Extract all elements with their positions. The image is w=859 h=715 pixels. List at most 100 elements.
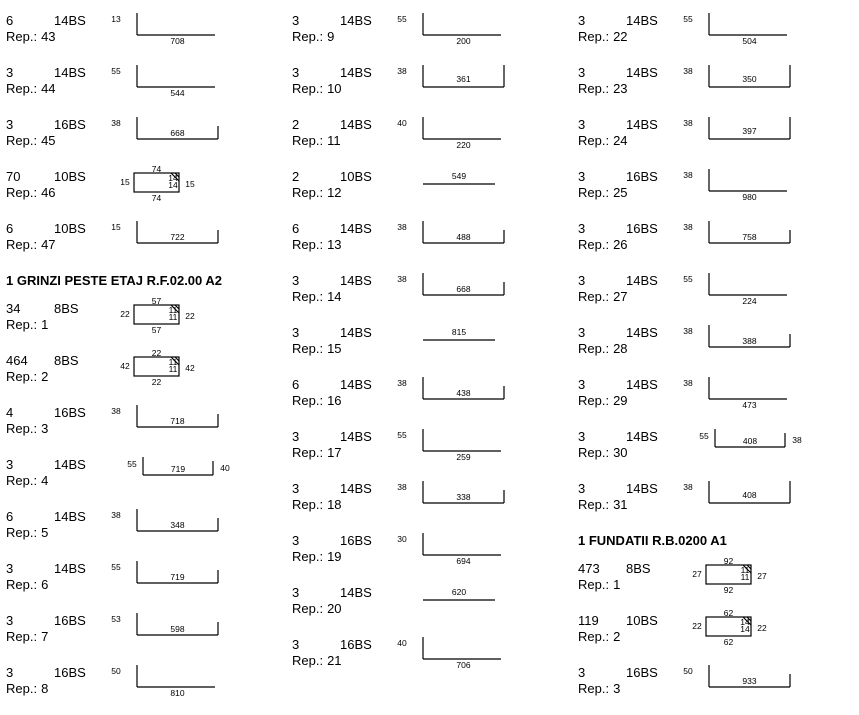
bar-rep: Rep.:3 [6, 421, 48, 436]
bar-diameter: 16BS [54, 405, 86, 420]
rep-label: Rep.: [578, 185, 610, 200]
rep-label: Rep.: [578, 393, 610, 408]
bar-diameter: 14BS [340, 481, 372, 496]
stirrup-hook [742, 616, 752, 626]
bar-quantity: 3 [6, 665, 14, 680]
stirrup-dim-left: 27 [692, 569, 702, 579]
bar-quantity: 3 [292, 585, 300, 600]
bar-diameter: 8BS [626, 561, 651, 576]
stirrup-hook [746, 616, 752, 622]
bar-diameter: 14BS [340, 325, 372, 340]
rep-label: Rep.: [292, 185, 324, 200]
rep-number: 15 [327, 341, 342, 356]
bar-diameter: 10BS [54, 169, 86, 184]
stirrup-dim-left: 42 [120, 361, 130, 371]
bar-quantity: 3 [292, 481, 300, 496]
bar-rep: Rep.:16 [292, 393, 342, 408]
bar-quantity: 3 [578, 481, 586, 496]
stirrup-dim-bottom: 22 [152, 377, 162, 387]
rep-label: Rep.: [6, 369, 38, 384]
stirrup-outline [133, 172, 180, 193]
shape-dim-left: 38 [683, 170, 693, 180]
shape-dim-length: 338 [456, 492, 470, 502]
bar-rep: Rep.:2 [578, 629, 620, 644]
bar-rep: Rep.:12 [292, 185, 342, 200]
stirrup-hook [746, 564, 752, 570]
rep-label: Rep.: [6, 473, 38, 488]
stirrup-dim-bottom: 62 [724, 637, 734, 647]
shape-dim-length: 259 [456, 452, 470, 462]
bar-quantity: 3 [578, 273, 586, 288]
bar-quantity: 3 [578, 429, 586, 444]
stirrup-hook [174, 356, 180, 362]
bar-diameter: 10BS [340, 169, 372, 184]
bar-diameter: 16BS [340, 637, 372, 652]
shape-dim-length: 488 [456, 232, 470, 242]
shape-dim-length: 438 [456, 388, 470, 398]
bar-rep: Rep.:11 [292, 133, 341, 148]
rep-number: 30 [613, 445, 628, 460]
rep-number: 6 [41, 577, 49, 592]
stirrup-hook-dim: 11 [741, 565, 750, 575]
stirrup-dim-top: 74 [152, 164, 162, 174]
bar-rep: Rep.:47 [6, 237, 56, 252]
shape-dim-length: 549 [452, 171, 466, 181]
shape-dim-left: 38 [397, 222, 407, 232]
rep-number: 2 [613, 629, 621, 644]
bar-rep: Rep.:29 [578, 393, 628, 408]
bar-rep: Rep.:13 [292, 237, 342, 252]
shape-dim-length: 200 [456, 36, 470, 46]
bar-quantity: 2 [292, 117, 300, 132]
bar-diameter: 16BS [626, 169, 658, 184]
rep-label: Rep.: [292, 549, 324, 564]
bar-rep: Rep.:6 [6, 577, 48, 592]
bar-diameter: 8BS [54, 353, 79, 368]
bar-rep: Rep.:9 [292, 29, 334, 44]
rep-number: 2 [41, 369, 49, 384]
shape-dim-left: 38 [111, 406, 121, 416]
bar-quantity: 6 [6, 221, 14, 236]
bar-diameter: 16BS [626, 221, 658, 236]
stirrup-hook-dim: 14 [740, 624, 750, 634]
rep-label: Rep.: [578, 81, 610, 96]
bar-quantity: 6 [6, 509, 14, 524]
section-title: 1 GRINZI PESTE ETAJ R.F.02.00 A2 [6, 273, 223, 288]
bar-rep: Rep.:18 [292, 497, 342, 512]
bar-rep: Rep.:4 [6, 473, 48, 488]
bar-rep: Rep.:14 [292, 289, 342, 304]
rep-label: Rep.: [578, 29, 610, 44]
stirrup-dim-top: 62 [724, 608, 734, 618]
rep-number: 44 [41, 81, 56, 96]
bar-quantity: 3 [578, 169, 586, 184]
shape-dim-left: 38 [683, 378, 693, 388]
rep-number: 17 [327, 445, 342, 460]
bar-rep: Rep.:44 [6, 81, 56, 96]
bar-rep: Rep.:17 [292, 445, 342, 460]
rep-label: Rep.: [292, 445, 324, 460]
rep-number: 47 [41, 237, 56, 252]
rep-label: Rep.: [6, 421, 38, 436]
rep-label: Rep.: [292, 237, 324, 252]
rep-label: Rep.: [292, 601, 324, 616]
shape-dim-left: 55 [397, 14, 407, 24]
